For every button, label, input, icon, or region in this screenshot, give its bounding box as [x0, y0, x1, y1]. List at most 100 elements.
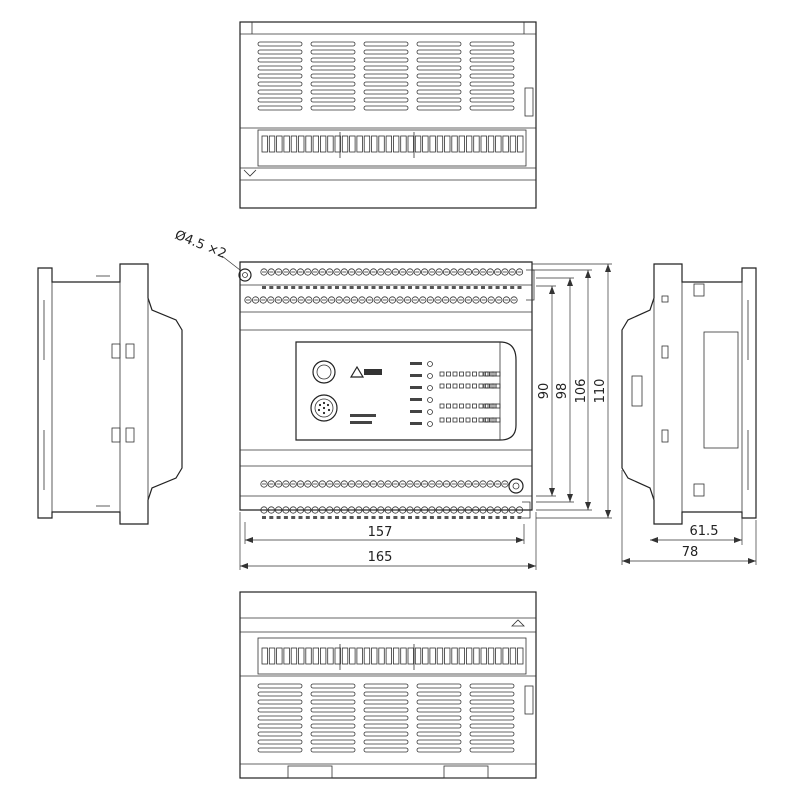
terminal-screw — [260, 268, 268, 276]
terminal-screw — [296, 506, 305, 514]
io-led — [478, 403, 484, 409]
front-view — [238, 261, 535, 519]
io-led — [452, 371, 458, 377]
vent-slot — [363, 731, 409, 737]
terminal-label-mark — [342, 286, 347, 289]
terminal-screw — [403, 296, 412, 304]
terminal-screw — [311, 268, 319, 276]
io-led — [483, 417, 489, 423]
vent-slot — [469, 65, 515, 71]
terminal-screw — [340, 480, 348, 488]
terminal-screw — [343, 296, 351, 304]
terminal-slot — [458, 135, 466, 153]
terminal-screw — [289, 480, 297, 488]
terminal-slot — [319, 647, 327, 665]
terminal-label-mark — [378, 516, 383, 519]
vent-slot — [416, 699, 462, 705]
terminal-screw — [362, 268, 370, 276]
terminal-slot — [517, 647, 524, 665]
terminal-screw — [457, 268, 465, 276]
terminal-slot — [422, 647, 429, 665]
terminal-screw — [282, 480, 290, 488]
terminal-label-mark — [313, 286, 318, 289]
terminal-slot — [473, 647, 480, 665]
vent-slot — [416, 89, 462, 95]
terminal-label-mark — [364, 516, 369, 519]
io-led — [478, 417, 484, 423]
vent-slot — [469, 691, 515, 697]
terminal-label-mark — [356, 286, 361, 289]
terminal-label-mark — [356, 516, 361, 519]
vent-slot — [257, 41, 303, 47]
terminal-label-mark — [305, 286, 310, 289]
terminal-screw — [377, 268, 385, 276]
terminal-slot — [392, 135, 400, 153]
terminal-screw — [358, 296, 366, 304]
terminal-screw — [501, 268, 509, 276]
terminal-slot — [502, 135, 509, 153]
terminal-label-mark — [517, 286, 522, 289]
vent-slot — [257, 73, 303, 79]
terminal-screw — [399, 480, 407, 488]
vent-slot — [257, 731, 303, 737]
vent-slot — [469, 707, 515, 713]
terminal-label-mark — [481, 286, 485, 289]
terminal-label-mark — [269, 516, 274, 519]
terminal-label-mark — [320, 286, 325, 289]
side-port-label — [631, 375, 643, 407]
terminal-slot — [363, 135, 371, 153]
terminal-screw — [406, 480, 414, 488]
dim-depth-78: 78 — [682, 545, 699, 560]
io-indicator-leds — [439, 371, 501, 423]
io-led — [446, 403, 451, 409]
vent-slot — [310, 105, 356, 111]
vent-slot — [363, 715, 409, 721]
vent-slot — [363, 97, 409, 103]
terminal-screw — [318, 506, 326, 514]
terminal-screw — [282, 296, 290, 304]
vent-slot — [257, 49, 303, 55]
terminal-slot — [436, 135, 444, 153]
vent-slot — [257, 699, 303, 705]
terminal-label-mark — [335, 286, 339, 289]
terminal-slot — [400, 135, 407, 153]
vent-slot — [310, 707, 356, 713]
terminal-screw — [377, 506, 385, 514]
terminal-slot — [465, 135, 473, 153]
terminal-screw — [369, 268, 378, 276]
vent-slot — [310, 73, 356, 79]
terminal-label-mark — [276, 516, 281, 519]
terminal-label-mark — [371, 286, 376, 289]
terminal-label-mark — [276, 286, 281, 289]
vent-slot — [257, 707, 303, 713]
vent-slot — [469, 699, 515, 705]
status-led — [427, 373, 433, 379]
terminal-screw — [391, 268, 399, 276]
terminal-slot — [341, 135, 349, 153]
vent-slot — [416, 691, 462, 697]
mounting-hole-bottom-right — [508, 478, 524, 494]
terminal-screw — [252, 296, 260, 304]
terminal-label-mark — [305, 516, 310, 519]
dim-height-110: 110 — [593, 379, 608, 404]
io-led — [472, 371, 477, 377]
terminal-screw — [267, 296, 275, 304]
io-led — [439, 417, 445, 423]
vent-slot — [469, 89, 515, 95]
terminal-slot — [465, 647, 473, 665]
terminal-slot — [334, 647, 341, 665]
terminal-label-mark — [262, 516, 266, 519]
terminal-slot — [349, 135, 356, 153]
terminal-slot — [276, 135, 283, 153]
terminal-screw — [435, 480, 443, 488]
terminal-screw — [508, 268, 516, 276]
terminal-screw — [450, 268, 458, 276]
terminal-slot — [385, 647, 393, 665]
terminal-screw — [493, 506, 502, 514]
vent-slot — [416, 747, 462, 753]
terminal-screw — [472, 506, 480, 514]
io-led — [446, 417, 451, 423]
terminal-screw — [355, 268, 363, 276]
terminal-slot — [290, 647, 298, 665]
terminal-screw — [426, 296, 434, 304]
